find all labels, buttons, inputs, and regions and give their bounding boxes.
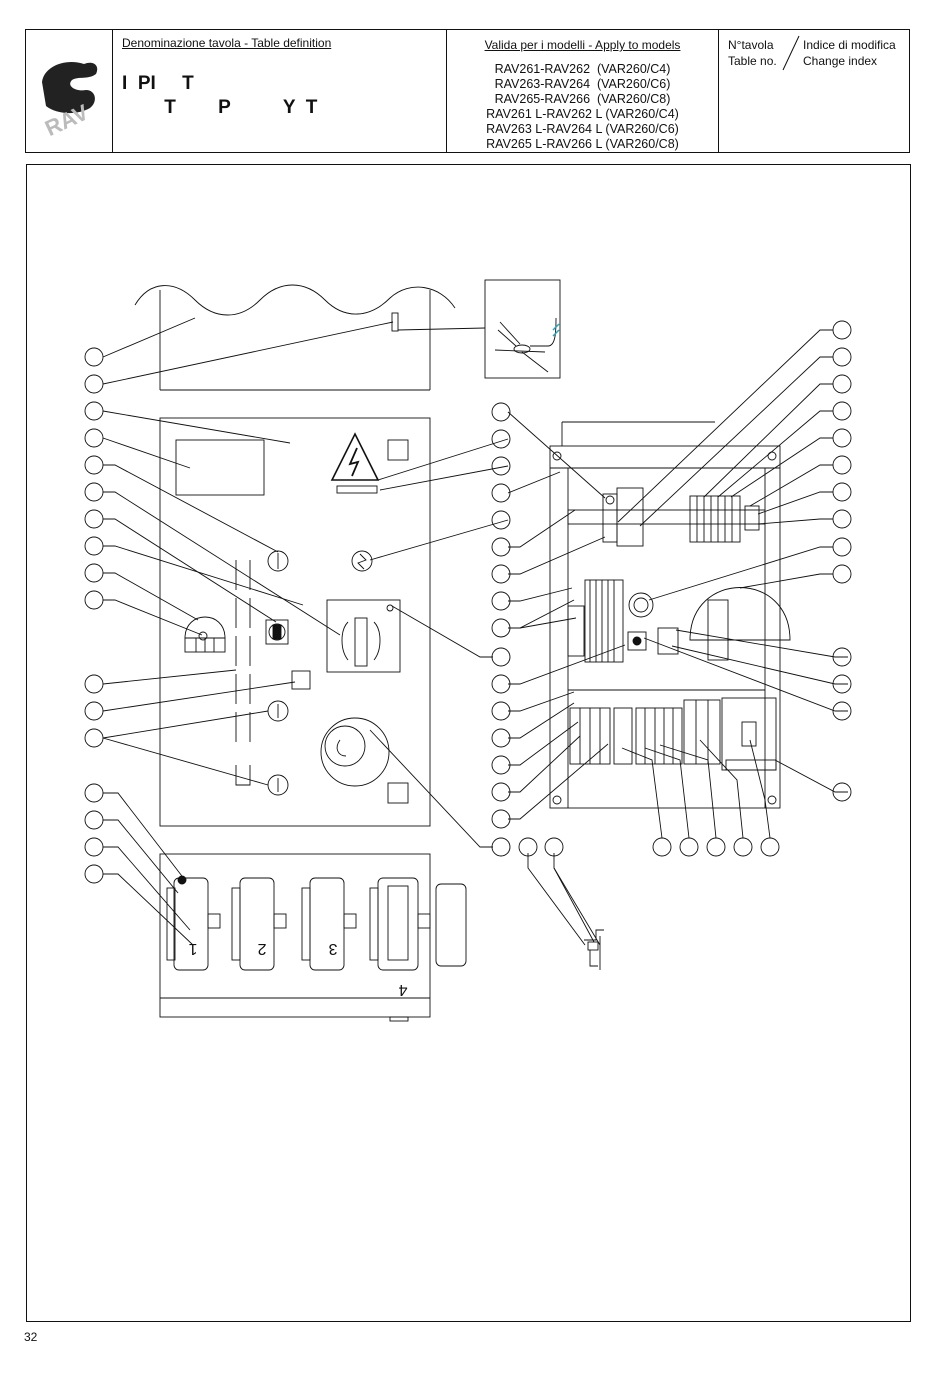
- din-rail-top: [567, 509, 766, 525]
- callout-circles: [84, 320, 852, 884]
- label-plate: [175, 439, 265, 496]
- warning-triangle-icon: [330, 432, 380, 481]
- plc-module: [616, 487, 644, 547]
- contactor-group: [683, 699, 721, 765]
- model-entry: RAV263 L-RAV264 L (VAR260/C6): [486, 122, 679, 136]
- hour-counter-icon: [184, 616, 226, 639]
- models-list: RAV261-RAV262 (VAR260/C4) RAV263-RAV264 …: [447, 62, 718, 152]
- definition-cell: Denominazione tavola - Table definition …: [113, 30, 447, 152]
- connector-number-2: 2: [257, 940, 266, 957]
- transformer: [584, 579, 624, 663]
- top-cover-panel: [134, 284, 456, 391]
- slash-divider: [782, 35, 800, 71]
- emergency-stop-collar: [320, 717, 390, 787]
- mounting-plate: [549, 421, 791, 809]
- indicator-lamp-icon: [267, 550, 289, 572]
- emergency-stop-button: [324, 725, 366, 767]
- table-number-label: N°tavola Table no.: [728, 38, 777, 68]
- model-entry: RAV265-RAV266 (VAR260/C8): [494, 92, 671, 106]
- change-index-label: Indice di modifica Change index: [803, 38, 896, 68]
- voltage-lamp-icon: [351, 550, 373, 572]
- main-switch-handle: [354, 617, 368, 667]
- main-contactor: [721, 697, 777, 771]
- definition-label: Denominazione tavola - Table definition: [122, 36, 332, 50]
- front-door-panel: [159, 417, 431, 827]
- connector-2: [231, 877, 287, 971]
- grounding-detail-inset: [397, 279, 561, 379]
- lightning-bolt-icon: [348, 447, 360, 477]
- table-number-cell: N°tavola Table no. Indice di modifica Ch…: [719, 30, 909, 152]
- logo-cell: RAV: [26, 30, 113, 152]
- definition-title: I PI T T P Y T: [122, 73, 318, 118]
- terminal-block-row: [689, 495, 760, 543]
- connector-4: [369, 877, 467, 971]
- connector-number-1: 1: [188, 940, 197, 957]
- drawing-frame: [26, 164, 911, 1322]
- model-entry: RAV263-RAV264 (VAR260/C6): [494, 77, 671, 91]
- models-label: Valida per i modelli - Apply to models: [484, 38, 681, 52]
- cable-gland-icon: [628, 592, 654, 618]
- circuit-breaker-group-1: [569, 707, 611, 765]
- connector-number-4: 4: [398, 981, 407, 998]
- circuit-breaker-group-2: [613, 707, 683, 765]
- page-number: 32: [24, 1330, 38, 1344]
- model-entry: RAV261-RAV262 (VAR260/C4): [494, 62, 671, 76]
- connector-number-3: 3: [328, 940, 337, 957]
- model-entry: RAV265 L-RAV266 L (VAR260/C8): [486, 137, 679, 151]
- leader-lines: [102, 317, 848, 946]
- main-switch-plate: [326, 599, 401, 673]
- rav-logo-icon: RAV: [41, 62, 98, 141]
- wall-bracket-detail: [584, 929, 604, 970]
- selector-switch-icon: [265, 619, 289, 645]
- title-block: RAV Denominazione tavola - Table definit…: [25, 29, 910, 153]
- connector-3: [301, 877, 357, 971]
- fan-motor: [689, 587, 791, 641]
- connector-panel: [159, 853, 467, 1022]
- models-cell: Valida per i modelli - Apply to models R…: [447, 30, 719, 152]
- model-entry: RAV261 L-RAV262 L (VAR260/C4): [486, 107, 679, 121]
